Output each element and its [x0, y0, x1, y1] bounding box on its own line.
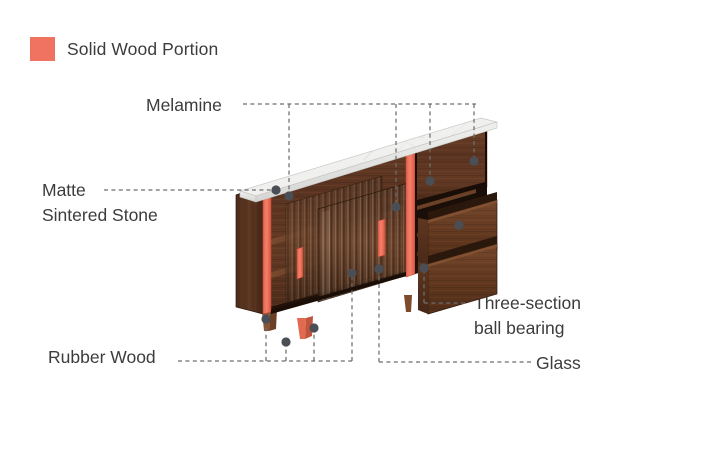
callout-label-matte-sintered-stone: Matte Sintered Stone [42, 178, 158, 228]
legend-swatch-solid-wood [30, 37, 55, 61]
callout-matte-line2: Sintered Stone [42, 205, 158, 225]
fluted-glass-sliding-doors[interactable] [285, 175, 409, 304]
cabinet-left-side-panel [235, 184, 264, 315]
callout-label-rubber-wood: Rubber Wood [48, 345, 156, 370]
dot-rubber-4 [347, 268, 357, 278]
cabinet-legs [262, 295, 412, 339]
dot-melamine-1 [284, 191, 294, 201]
sintered-stone-top [238, 117, 499, 203]
callout-ball-line1: Three-section [474, 293, 581, 313]
dot-glass [374, 264, 384, 274]
dot-ballbearing [419, 263, 429, 273]
dot-rubber-2 [281, 337, 291, 347]
callout-label-melamine: Melamine [146, 93, 222, 118]
leader-terminal-dots [261, 156, 479, 347]
dot-matte-stone [271, 185, 281, 195]
cabinet-base-reveal [271, 272, 406, 314]
dot-drawer-slide [454, 220, 464, 230]
callout-label-ball-bearing: Three-section ball bearing [474, 291, 581, 341]
dot-melamine-2 [391, 202, 401, 212]
open-drawer-lower[interactable] [418, 236, 498, 315]
dot-rubber-3 [309, 323, 319, 333]
callout-ball-line2: ball bearing [474, 318, 565, 338]
door-pull-handles[interactable] [296, 218, 386, 280]
dot-melamine-4 [469, 156, 479, 166]
callout-glass-line1: Glass [536, 353, 581, 373]
legend-label-solid-wood: Solid Wood Portion [67, 38, 219, 59]
callout-matte-line1: Matte [42, 180, 86, 200]
callout-melamine-line1: Melamine [146, 95, 222, 115]
dot-rubber-1 [261, 314, 271, 324]
dot-melamine-3 [425, 176, 435, 186]
legend: Solid Wood Portion [30, 37, 218, 61]
callout-label-glass: Glass [536, 351, 581, 376]
callout-rubber-line1: Rubber Wood [48, 347, 156, 367]
